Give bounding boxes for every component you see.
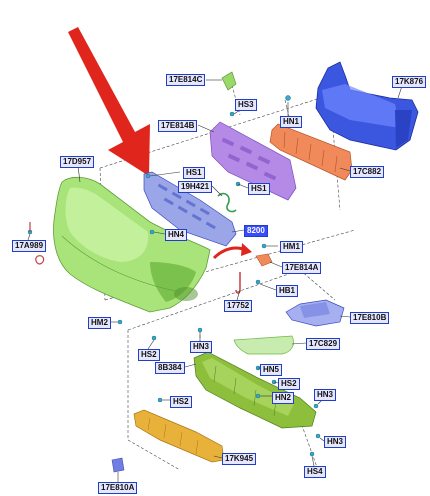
callout-17K945: 17K945 [222,453,257,465]
callout-HS1-lower: HS1 [248,183,270,195]
callout-HN1: HN1 [280,116,303,128]
tow-hook [235,272,241,294]
callout-17C882: 17C882 [350,166,385,178]
callout-HN5: HN5 [260,364,283,376]
callout-17A989: 17A989 [12,240,47,252]
callout-HB1: HB1 [276,285,299,297]
lower-deflector [193,351,317,429]
lower-clip [111,457,125,473]
callout-HN2: HN2 [272,392,295,404]
callout-HM1: HM1 [280,241,303,253]
pointer-arrow [68,27,150,176]
callout-HN3-center: HN3 [190,341,213,353]
callout-17E814C: 17E814C [166,74,206,86]
reinforcement-beam [315,61,419,151]
upper-grille [209,121,297,201]
side-bracket-b [285,299,345,327]
side-bracket-a [255,253,273,267]
callout-HS4: HS4 [304,466,326,478]
callout-8200: 8200 [244,225,268,237]
impact-absorber [269,123,353,181]
callout-HM2: HM2 [88,317,111,329]
callout-HN4: HN4 [165,229,188,241]
wiring-clip [217,192,237,213]
callout-19H421: 19H421 [178,181,213,193]
air-shield [133,409,225,463]
callout-HS2-right: HS2 [278,378,300,390]
callout-HN3-upper-right: HN3 [314,389,337,401]
callout-HN3-lower-right: HN3 [324,436,347,448]
upper-bracket [221,71,237,91]
callout-17752: 17752 [224,300,253,312]
callout-leaders [27,79,403,482]
callout-HS2-lower: HS2 [170,396,192,408]
callout-HS2-left: HS2 [138,349,160,361]
side-clip [29,222,45,265]
callout-8B384: 8B384 [155,362,185,374]
callout-17E810A: 17E810A [98,482,138,494]
callout-HS3: HS3 [235,99,257,111]
callout-17D957: 17D957 [60,156,95,168]
bumper-cover [53,176,211,313]
direction-arrow [212,246,247,260]
callout-HS1-upper: HS1 [183,167,205,179]
lower-grille [143,171,237,247]
callout-17E814B: 17E814B [158,120,198,132]
callout-17E810B: 17E810B [350,312,390,324]
callout-17C829: 17C829 [306,338,341,350]
callout-17K876: 17K876 [392,76,427,88]
lamp-bracket [233,335,294,355]
callout-17E814A: 17E814A [282,262,322,274]
